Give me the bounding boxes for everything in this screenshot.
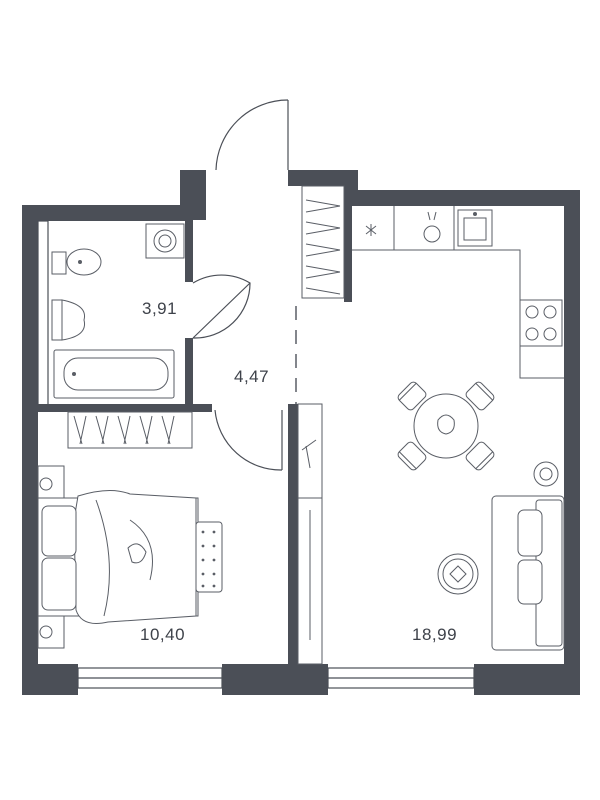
pillow-icon (41, 505, 77, 611)
chair-icon (397, 381, 495, 471)
dining-table-icon (413, 393, 479, 459)
washbasin-icon (51, 299, 86, 341)
coffee-table-icon (437, 553, 479, 595)
lamp-icon (533, 461, 559, 487)
door-swing-icon (192, 99, 297, 471)
wardrobe-icon (67, 185, 345, 665)
sink-icon (457, 209, 493, 247)
bathroom-area-label: 3,91 (142, 299, 177, 318)
bench-icon (195, 521, 223, 593)
washing-machine-icon (145, 223, 185, 259)
kettle-icon (423, 211, 441, 243)
walls (22, 170, 580, 695)
bedroom-area-label: 10,40 (140, 625, 185, 644)
area-labels: 3,91 4,47 10,40 18,99 (140, 299, 457, 644)
plant-icon (365, 224, 377, 236)
lamp-icon (37, 465, 65, 649)
window-icon (77, 667, 475, 689)
stove-icon (519, 299, 563, 347)
living-kitchen-area-label: 18,99 (412, 625, 457, 644)
bathtub-icon (53, 349, 175, 399)
sofa-icon (491, 495, 565, 651)
hallway-area-label: 4,47 (234, 367, 269, 386)
toilet-icon (51, 248, 102, 276)
